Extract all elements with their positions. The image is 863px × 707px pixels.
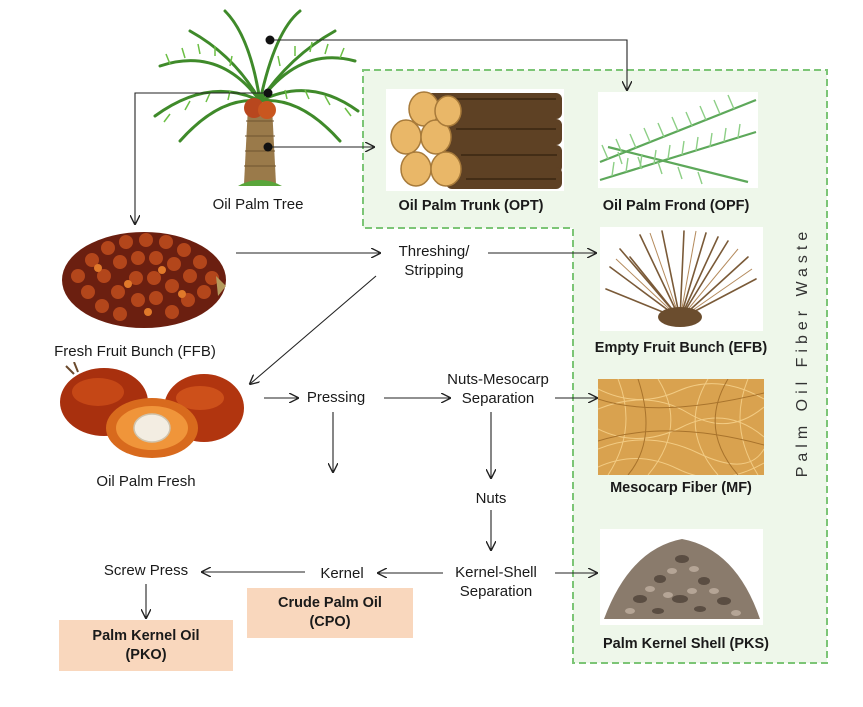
waste-label-mf: Mesocarp Fiber (MF): [610, 480, 752, 496]
label-nms-separation: Separation: [461, 390, 535, 407]
label-stripping: Stripping: [404, 262, 464, 279]
waste-group-title: Palm Oil Fiber Waste: [794, 226, 811, 478]
mesocarp-fiber-image: [598, 379, 764, 475]
waste-label-opf: Oil Palm Frond (OPF): [602, 198, 750, 214]
label-oil-palm-fresh: Oil Palm Fresh: [96, 473, 196, 490]
label-fresh-fruit-bunch: Fresh Fruit Bunch (FFB): [54, 343, 216, 360]
label-threshing: Threshing/: [398, 243, 470, 260]
label-nuts-mesocarp: Nuts-Mesocarp: [447, 371, 549, 388]
product-pko-line1: Palm Kernel Oil: [92, 627, 200, 644]
waste-label-pks: Palm Kernel Shell (PKS): [603, 636, 769, 652]
label-kernel: Kernel: [320, 565, 364, 582]
label-screw-press: Screw Press: [103, 562, 189, 579]
product-crude-palm-oil: Crude Palm Oil (CPO): [247, 588, 413, 638]
palm-kernel-shell-image: [600, 529, 763, 625]
oil-palm-fresh-image: [60, 362, 244, 458]
product-cpo-line2: (CPO): [309, 614, 351, 630]
label-kernel-shell: Kernel-Shell: [455, 564, 537, 581]
product-cpo-line1: Crude Palm Oil: [278, 595, 382, 611]
waste-label-opt: Oil Palm Trunk (OPT): [398, 198, 544, 214]
label-nuts: Nuts: [475, 490, 507, 507]
arrow-tree-to-ffb: [135, 92, 268, 224]
empty-fruit-bunch-image: [600, 227, 763, 331]
arrow-tree-to-frond: [270, 39, 627, 90]
fresh-fruit-bunch-image: [62, 232, 226, 328]
oil-palm-trunk-image: [386, 89, 564, 191]
waste-label-efb: Empty Fruit Bunch (EFB): [594, 340, 768, 356]
label-oil-palm-tree: Oil Palm Tree: [212, 196, 304, 213]
product-palm-kernel-oil: Palm Kernel Oil (PKO): [59, 620, 233, 671]
label-pressing: Pressing: [306, 389, 366, 406]
oil-palm-frond-image: [598, 92, 758, 188]
arrow-threshing-to-fresh: [250, 275, 377, 384]
label-kss-separation: Separation: [459, 583, 533, 600]
product-pko-line2: (PKO): [125, 646, 167, 663]
